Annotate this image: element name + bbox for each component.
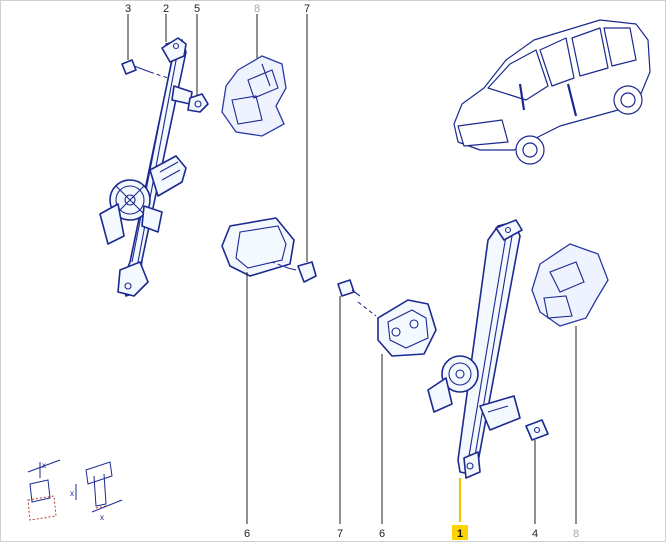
callout-7-bottom[interactable]: 7: [337, 528, 343, 540]
ghost-module-top: [221, 55, 287, 137]
callout-3[interactable]: 3: [125, 3, 131, 15]
window-regulator-right[interactable]: [427, 219, 523, 479]
connector-plate-left[interactable]: [221, 217, 295, 277]
callout-6-left[interactable]: 6: [244, 528, 250, 540]
legend-dim-x-3: x: [100, 513, 104, 522]
callout-4[interactable]: 4: [532, 528, 538, 540]
callout-8-top[interactable]: 8: [254, 3, 260, 15]
clip-4[interactable]: [525, 419, 549, 441]
screw-7-top[interactable]: [271, 261, 317, 283]
nut-5[interactable]: [187, 93, 209, 113]
screw-3[interactable]: [121, 59, 169, 79]
callout-5[interactable]: 5: [194, 3, 200, 15]
window-regulator-left[interactable]: [99, 37, 193, 297]
callout-6-mid[interactable]: 6: [379, 528, 385, 540]
legend-dim-x-1: x: [42, 461, 46, 470]
callout-1[interactable]: 1: [457, 528, 463, 540]
connector-plate-mid[interactable]: [357, 299, 437, 357]
callout-8-bottom[interactable]: 8: [573, 528, 579, 540]
callout-2[interactable]: 2: [163, 3, 169, 15]
callout-1-highlight-box: [452, 525, 468, 540]
fastener-dimension-legend: [27, 459, 123, 521]
screw-7-bottom[interactable]: [337, 279, 361, 297]
legend-dim-x-2: x: [70, 489, 74, 498]
callout-7-top[interactable]: 7: [304, 3, 310, 15]
vehicle-illustration: [453, 19, 651, 165]
ghost-module-right: [531, 243, 609, 327]
